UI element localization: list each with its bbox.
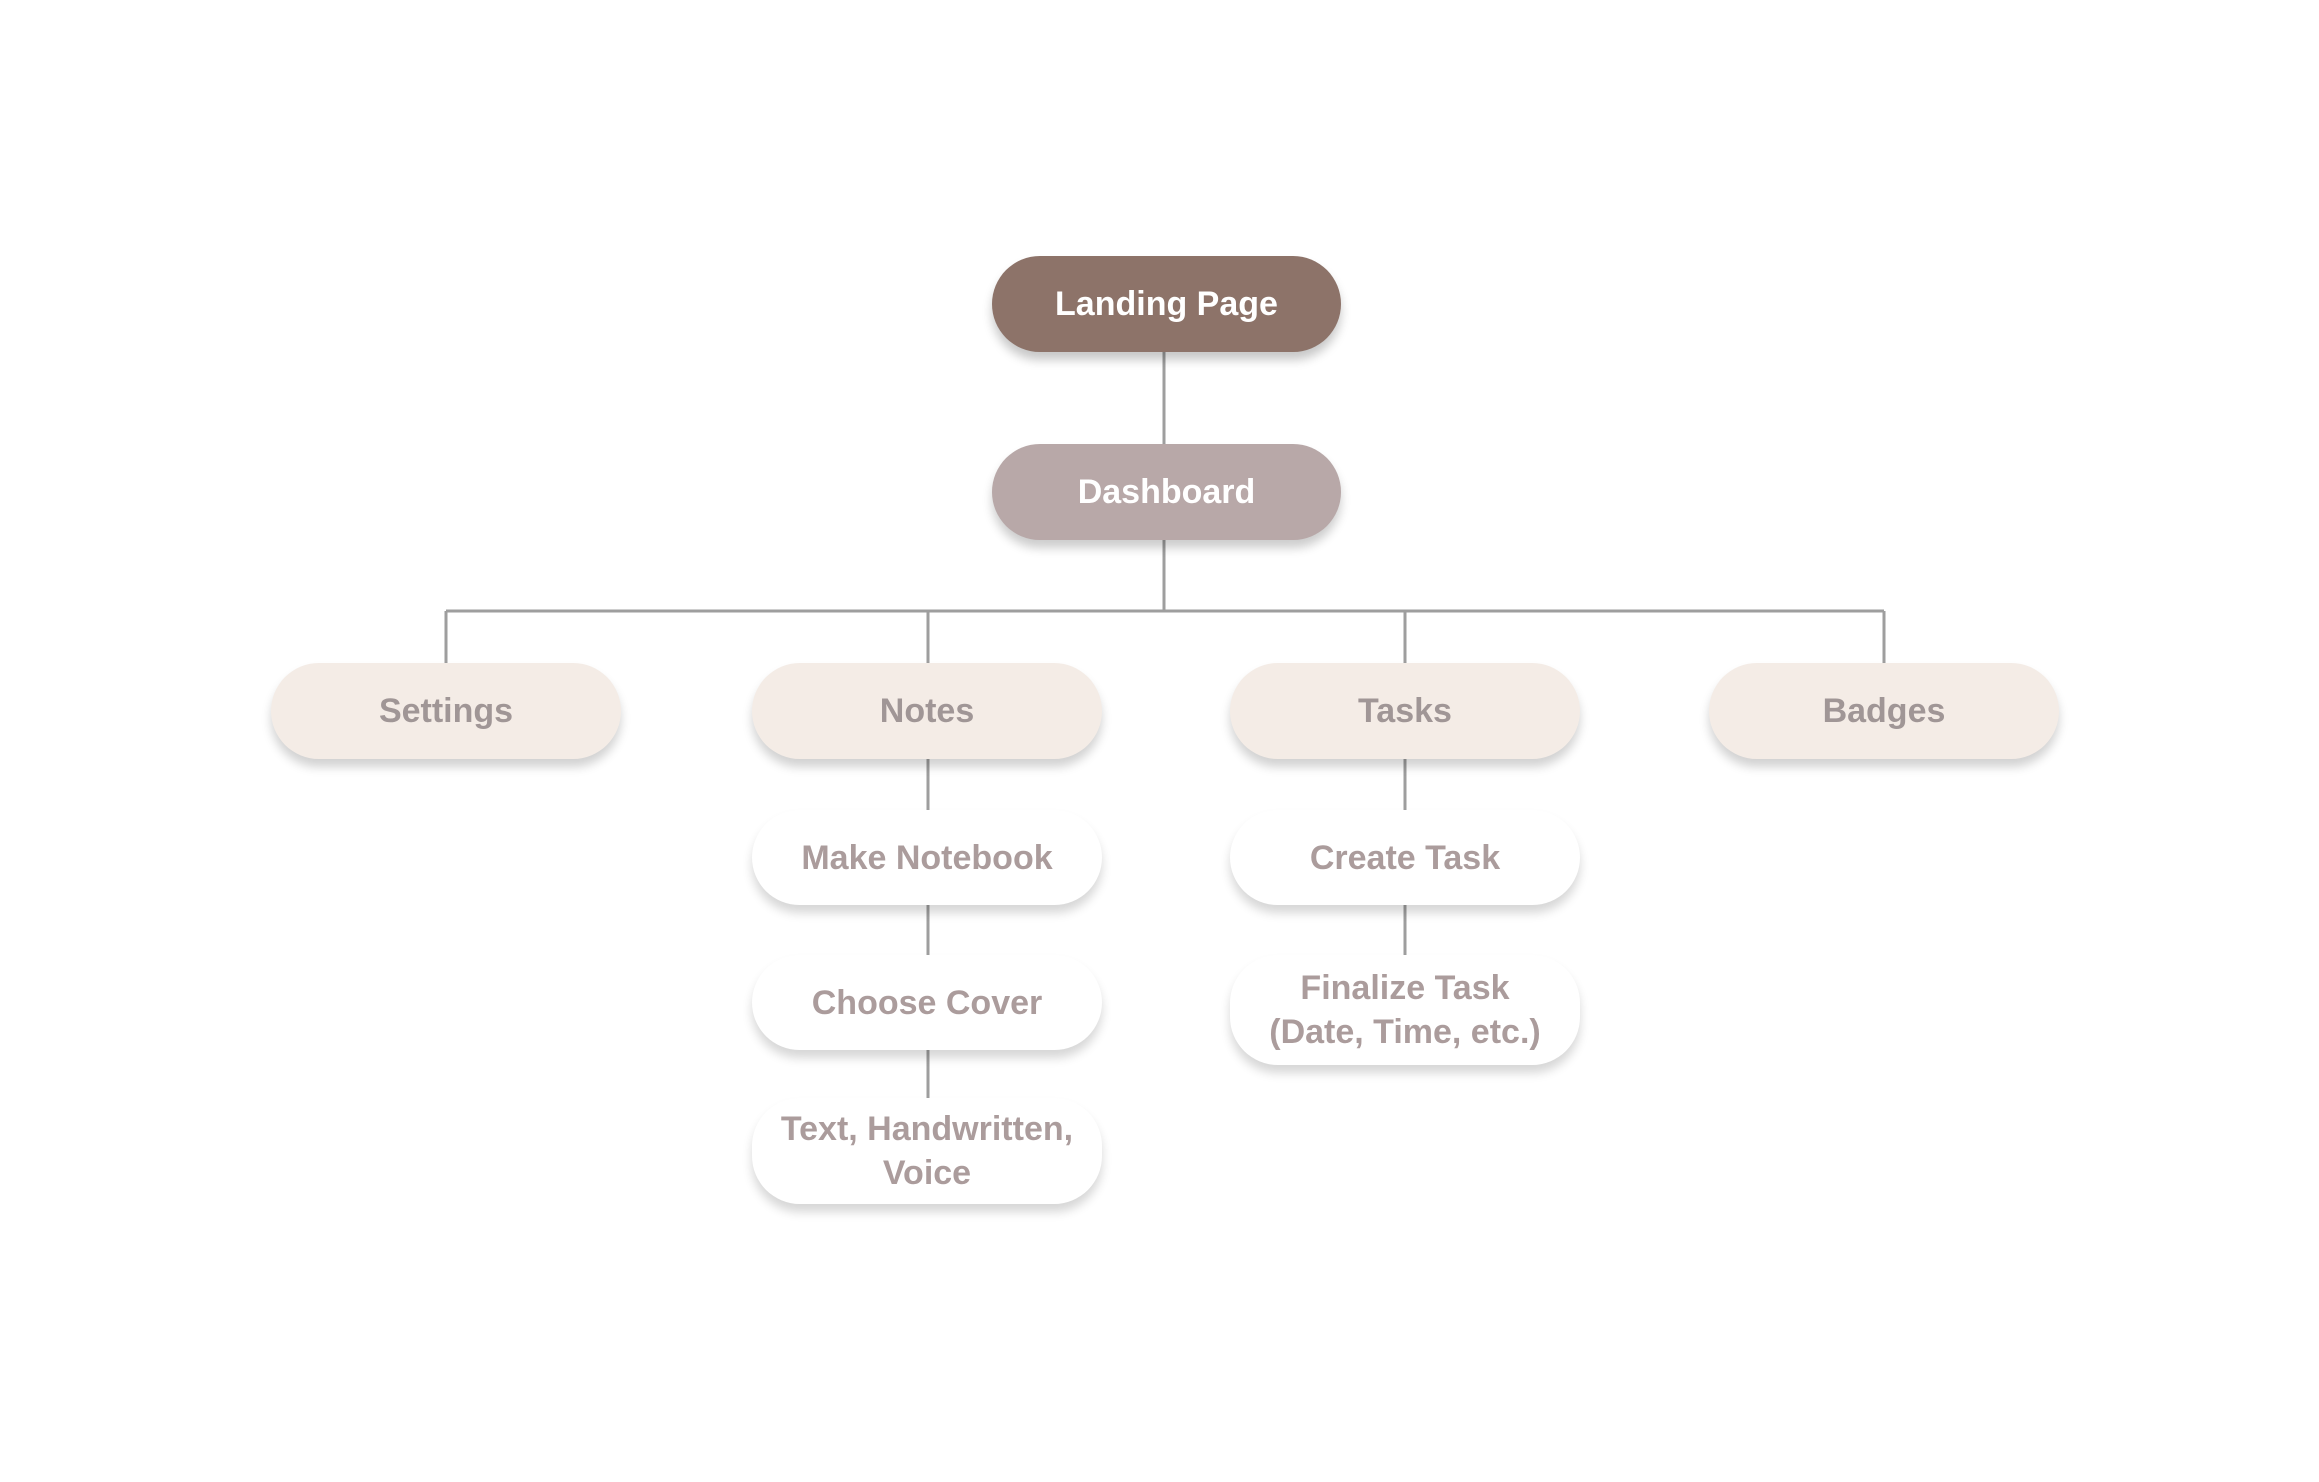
dashboard-label: Dashboard <box>1077 473 1256 511</box>
landing-page-node[interactable]: Landing Page <box>992 256 1341 352</box>
finalize-task-node[interactable]: Finalize Task (Date, Time, etc.) <box>1230 955 1580 1065</box>
settings-label: Settings <box>378 692 514 730</box>
choose-cover-node[interactable]: Choose Cover <box>752 955 1102 1050</box>
make-notebook-label: Make Notebook <box>801 838 1053 877</box>
create-task-label: Create Task <box>1309 838 1501 877</box>
landing-page-label: Landing Page <box>1055 285 1278 323</box>
notes-node[interactable]: Notes <box>752 663 1102 759</box>
finalize-task-label: Finalize Task (Date, Time, etc.) <box>1269 969 1541 1051</box>
settings-node[interactable]: Settings <box>271 663 621 759</box>
make-notebook-node[interactable]: Make Notebook <box>752 810 1102 905</box>
text-handwritten-voice-node[interactable]: Text, Handwritten, Voice <box>752 1098 1102 1204</box>
badges-label: Badges <box>1822 692 1946 730</box>
choose-cover-label: Choose Cover <box>811 983 1043 1022</box>
dashboard-node[interactable]: Dashboard <box>992 444 1341 540</box>
badges-node[interactable]: Badges <box>1709 663 2059 759</box>
tasks-node[interactable]: Tasks <box>1230 663 1580 759</box>
tasks-label: Tasks <box>1358 692 1452 730</box>
notes-label: Notes <box>879 692 975 730</box>
create-task-node[interactable]: Create Task <box>1230 810 1580 905</box>
text-handwritten-voice-label: Text, Handwritten, Voice <box>780 1110 1074 1192</box>
